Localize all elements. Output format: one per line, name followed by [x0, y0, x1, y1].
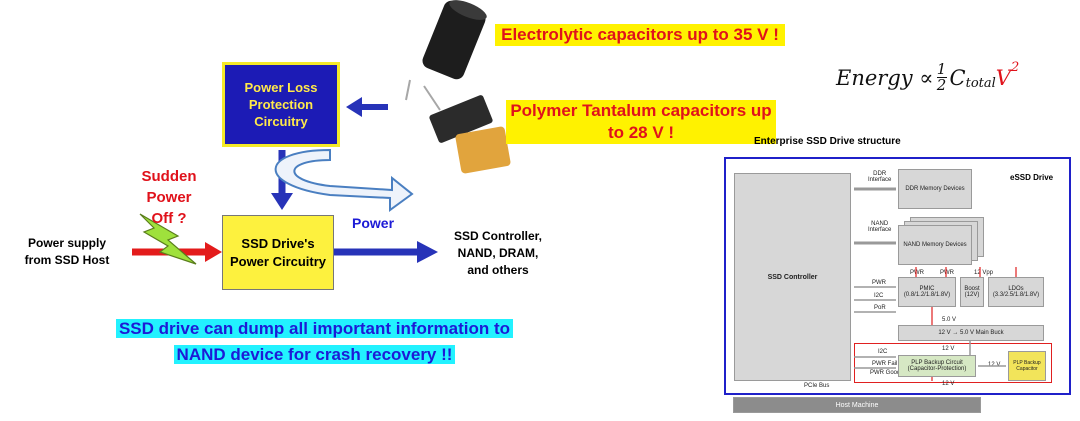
vpp-label: 12 Vpp: [974, 270, 994, 276]
arrow-plp-to-drive-head: [271, 193, 293, 210]
outputs-label: SSD Controller, NAND, DRAM, and others: [448, 228, 548, 279]
electrolytic-capacitor-label: Electrolytic capacitors up to 35 V !: [495, 24, 785, 46]
plp-capacitor-block: PLP Backup Capacitor: [1008, 351, 1046, 381]
v50-label: 5.0 V: [942, 317, 957, 323]
pwr-good-label: PWR Good: [870, 370, 901, 376]
formula-num: 1: [936, 60, 947, 78]
formula-fraction: 1 2: [936, 60, 947, 94]
i2c-left-label: I2C: [874, 293, 884, 299]
por-label: PoR: [874, 305, 886, 311]
drive-power-circuitry-box: SSD Drive's Power Circuitry: [222, 215, 334, 290]
ddr-memory-block: DDR Memory Devices: [898, 169, 972, 209]
arrow-caps-to-plp-head: [346, 97, 362, 117]
dump-note: SSD drive can dump all important informa…: [112, 316, 517, 368]
power-supply-line2: from SSD Host: [24, 253, 110, 267]
electrolytic-capacitor-icon: [405, 0, 487, 111]
main-buck-block: 12 V → 5.0 V Main Buck: [898, 325, 1044, 341]
essd-title: eSSD Drive: [1010, 173, 1054, 182]
ldos-block: LDOs (3.3/2.5/1.8/1.8V): [988, 277, 1044, 307]
pwr-fail-label: PWR Fail: [872, 361, 898, 367]
nand-memory-block: NAND Memory Devices: [898, 225, 972, 265]
power-label: Power: [352, 215, 395, 231]
polymer-line1: Polymer Tantalum capacitors up: [510, 101, 772, 120]
formula-sup: 2: [1010, 60, 1020, 75]
power-supply-label: Power supply from SSD Host: [12, 235, 122, 269]
pwr-label-2: PWR: [940, 270, 954, 276]
power-curved-arrow: [274, 148, 414, 212]
pmic-block: PMIC (0.8/1.2/1.8/1.8V): [898, 277, 956, 307]
dump-note-line1: SSD drive can dump all important informa…: [115, 319, 514, 338]
formula-sub: total: [965, 76, 996, 91]
arrow-drive-to-outputs-head: [417, 241, 438, 263]
essd-diagram: eSSD Drive SSD Controller DDR Interface …: [724, 157, 1071, 395]
dump-note-line2: NAND device for crash recovery !!: [173, 345, 456, 364]
formula-text-left: Energy ∝: [836, 65, 934, 90]
sudden-line1: Sudden: [141, 168, 197, 185]
nand-interface-label: NAND Interface: [868, 221, 892, 233]
plp-circuitry-box: Power Loss Protection Circuitry: [222, 62, 340, 147]
sudden-power-off-label: Sudden Power Off ?: [134, 166, 204, 229]
pwr-label-1: PWR: [910, 270, 924, 276]
polymer-capacitor-label: Polymer Tantalum capacitors up to 28 V !: [506, 100, 776, 144]
enterprise-title: Enterprise SSD Drive structure: [754, 136, 901, 147]
i2c2-label: I2C: [878, 349, 888, 355]
lightning-bolt-icon: [139, 213, 197, 265]
host-machine-bar: Host Machine: [733, 397, 981, 413]
ssd-controller-block: SSD Controller: [734, 173, 851, 381]
outputs-line1: SSD Controller,: [453, 229, 542, 243]
ddr-interface-label: DDR Interface: [868, 171, 892, 183]
power-supply-line1: Power supply: [27, 236, 107, 250]
formula-den: 2: [936, 76, 947, 94]
boost-block: Boost (12V): [960, 277, 984, 307]
outputs-line2: NAND, DRAM,: [457, 246, 539, 260]
tantalum-capacitor-icon: [429, 95, 511, 174]
left-diagram-arrows: [132, 0, 511, 265]
pcie-label: PCIe Bus: [804, 383, 830, 389]
sudden-line2: Power Off ?: [146, 189, 192, 227]
plp-backup-block: PLP Backup Circuit (Capacitor-Protection…: [898, 355, 976, 377]
v12b-label: 12 V: [988, 362, 1001, 368]
v12c-label: 12 V: [942, 381, 955, 387]
v12a-label: 12 V: [942, 346, 955, 352]
polymer-line2: to 28 V !: [607, 123, 675, 142]
plp-highlight-frame: [854, 343, 1052, 383]
arrow-supply-to-drive-head: [205, 242, 222, 262]
essd-arrows: [854, 187, 1017, 381]
formula-c: C: [949, 65, 966, 90]
outputs-line3: and others: [467, 263, 529, 277]
formula-v: V: [995, 65, 1011, 90]
pwr-left-label: PWR: [872, 280, 886, 286]
